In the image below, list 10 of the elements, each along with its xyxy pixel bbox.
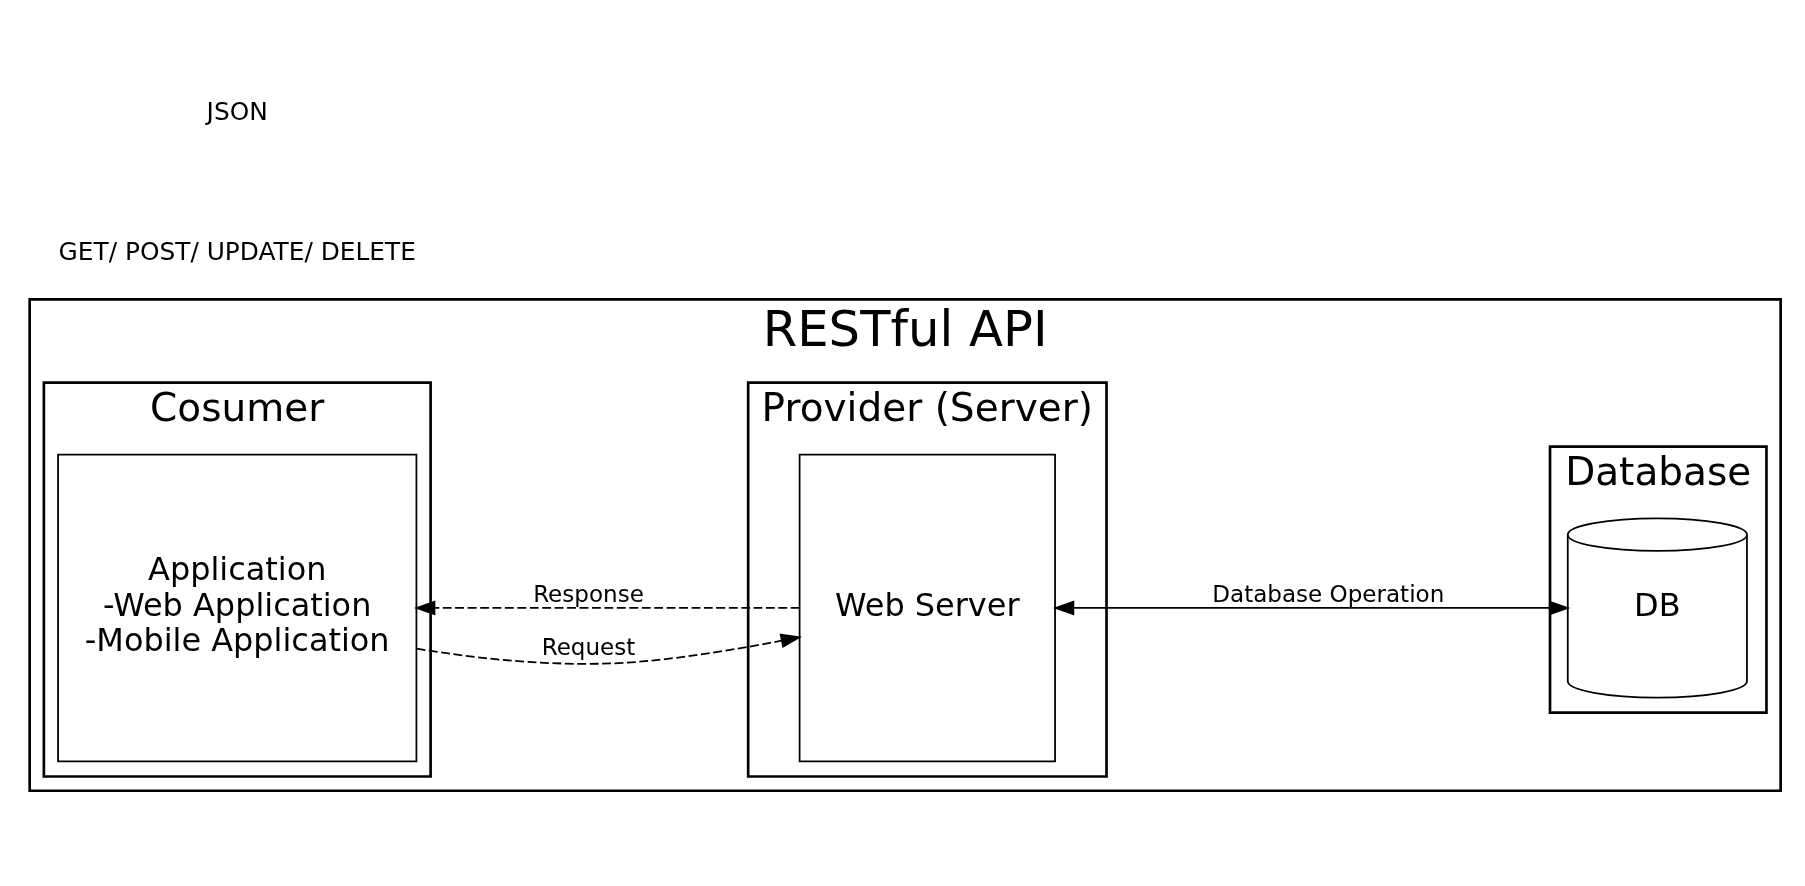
label: JSON [206,96,268,126]
node-box: Application -Web Application -Mobile Application [57,453,418,763]
node-box: Web Server [798,453,1056,763]
edge-label: Request [541,633,636,660]
label: GET/ POST/ UPDATE/ DELETE [58,236,416,266]
edge-label: Database Operation [1212,580,1445,607]
arrow [415,633,802,665]
edge-label: Response [533,580,644,607]
arrow [1052,600,1571,616]
arrow [414,600,801,616]
